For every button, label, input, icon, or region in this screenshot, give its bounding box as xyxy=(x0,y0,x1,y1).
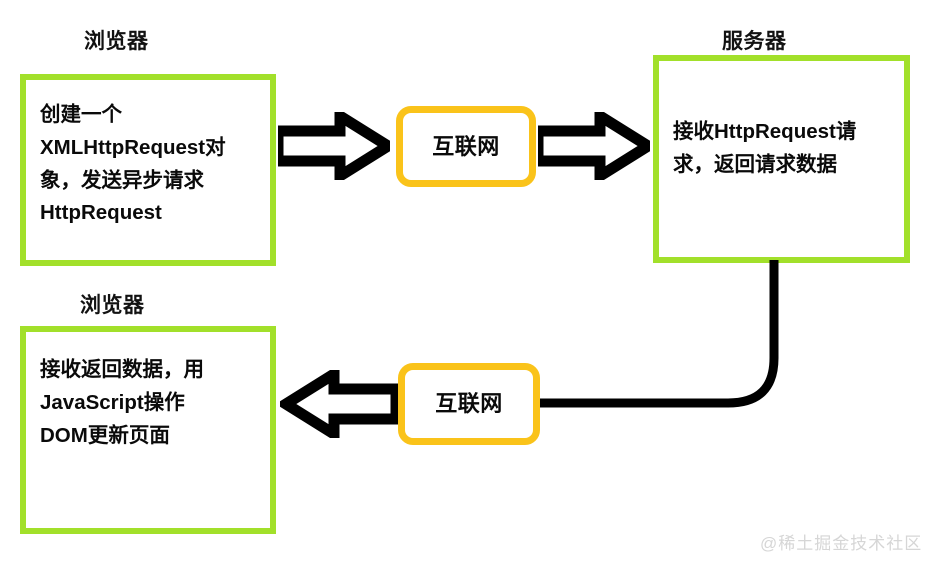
node-browser-response[interactable]: 接收返回数据，用 JavaScript操作 DOM更新页面 xyxy=(20,326,276,534)
internet-node-top[interactable]: 互联网 xyxy=(396,106,536,187)
node-browser-request-line-0: 创建一个 xyxy=(40,103,122,126)
caption-browser-bottom: 浏览器 xyxy=(80,294,145,317)
node-browser-request-line-1: XMLHttpRequest对 xyxy=(40,135,226,159)
server-to-internet-connector xyxy=(500,258,830,413)
watermark-text: @稀土掘金技术社区 xyxy=(760,534,923,553)
caption-browser-top: 浏览器 xyxy=(84,30,149,53)
node-browser-response-line-2: DOM更新页面 xyxy=(40,423,170,447)
node-server[interactable]: 接收HttpRequest请 求，返回请求数据 xyxy=(653,55,910,263)
arrow-internet-to-server-icon xyxy=(532,106,659,186)
internet-node-bottom[interactable]: 互联网 xyxy=(398,363,540,445)
node-server-text: 接收HttpRequest请 求，返回请求数据 xyxy=(673,116,900,182)
node-browser-request[interactable]: 创建一个 XMLHttpRequest对 象，发送异步请求 HttpReques… xyxy=(20,74,276,266)
node-server-line-1: 求，返回请求数据 xyxy=(673,152,837,176)
node-browser-request-line-3: HttpRequest xyxy=(40,201,162,225)
internet-node-bottom-label: 互联网 xyxy=(435,391,503,416)
node-browser-response-line-0: 接收返回数据，用 xyxy=(40,358,204,381)
caption-server-top: 服务器 xyxy=(722,30,787,53)
arrow-browser-to-internet-icon xyxy=(272,106,399,186)
internet-node-top-label: 互联网 xyxy=(432,133,500,159)
node-browser-response-line-1: JavaScript操作 xyxy=(40,390,185,414)
node-browser-response-text: 接收返回数据，用 JavaScript操作 DOM更新页面 xyxy=(40,354,266,452)
node-server-line-0: 接收HttpRequest请 xyxy=(673,120,857,143)
node-browser-request-text: 创建一个 XMLHttpRequest对 象，发送异步请求 HttpReques… xyxy=(40,99,266,230)
arrow-internet-to-browser-icon xyxy=(275,364,402,444)
node-browser-request-line-2: 象，发送异步请求 xyxy=(40,168,204,192)
